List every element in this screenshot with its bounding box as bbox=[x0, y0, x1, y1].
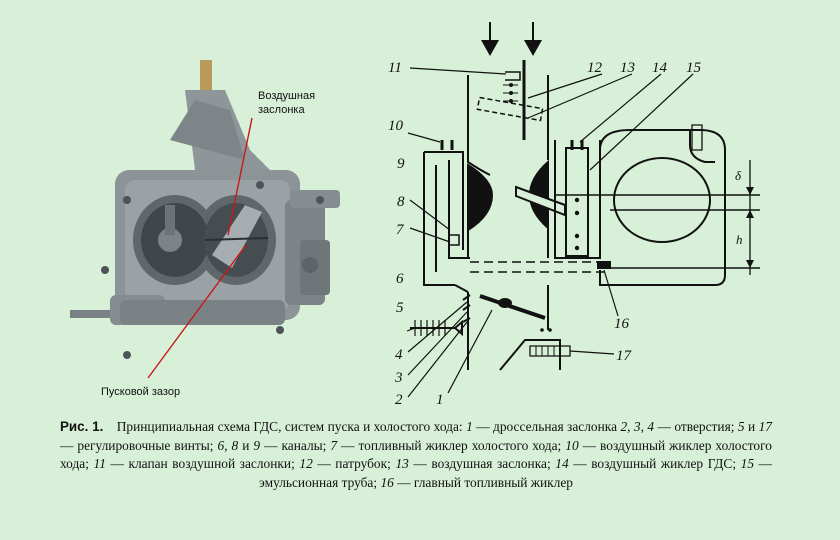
num-5: 5 bbox=[396, 300, 404, 316]
caption-text: , bbox=[640, 419, 648, 434]
num-15: 15 bbox=[686, 60, 702, 76]
caption-text: — эмульсионная труба; bbox=[258, 456, 772, 490]
caption-text: , bbox=[627, 419, 634, 434]
caption-text: — дроссельная заслонка bbox=[472, 419, 621, 434]
schematic bbox=[406, 22, 760, 398]
schematic-numbers: 1 2 3 4 5 6 7 8 9 10 11 12 13 14 15 16 1… bbox=[388, 60, 743, 408]
num-12: 12 bbox=[587, 60, 603, 76]
caption-text: и bbox=[744, 419, 759, 434]
caption-text: — главный топливный жиклер bbox=[393, 474, 573, 490]
num-16: 16 bbox=[614, 316, 630, 332]
num-6: 6 bbox=[396, 271, 404, 287]
h-symbol: h bbox=[736, 232, 743, 247]
caption-ref-number: 12 bbox=[299, 456, 313, 472]
num-14: 14 bbox=[652, 60, 668, 76]
num-13: 13 bbox=[620, 60, 635, 76]
caption-ref-number: 2 bbox=[620, 419, 628, 434]
caption-text: и bbox=[238, 437, 254, 453]
figure: Воздушная заслонка Пусковой зазор bbox=[70, 22, 760, 408]
figure-caption: Рис. 1. Принципиальная схема ГДС, систем… bbox=[60, 418, 772, 492]
caption-text: — воздушная заслонка; bbox=[408, 456, 556, 472]
caption-lead: Рис. 1. bbox=[60, 419, 104, 434]
carburetor-photo: Воздушная заслонка Пусковой зазор bbox=[70, 60, 340, 398]
caption-ref-number: 11 bbox=[93, 456, 106, 472]
caption-ref-number: 9 bbox=[253, 437, 261, 453]
num-2: 2 bbox=[395, 392, 403, 408]
num-9: 9 bbox=[397, 156, 405, 172]
airflow-arrows bbox=[481, 22, 542, 56]
caption-ref-number: 7 bbox=[330, 437, 338, 453]
delta-symbol: δ bbox=[735, 168, 742, 183]
label-air-damper-line1: Воздушная bbox=[258, 90, 315, 102]
caption-body: Принципиальная схема ГДС, систем пуска и… bbox=[60, 419, 772, 490]
caption-text: , bbox=[224, 437, 232, 453]
num-17: 17 bbox=[616, 348, 633, 364]
caption-ref-number: 8 bbox=[231, 437, 239, 453]
caption-text: Принципиальная схема ГДС, систем пуска и… bbox=[116, 419, 467, 434]
label-start-gap: Пусковой зазор bbox=[101, 386, 180, 398]
num-4: 4 bbox=[395, 347, 403, 363]
label-air-damper-line2: заслонка bbox=[258, 104, 305, 116]
num-11: 11 bbox=[388, 60, 402, 76]
caption-ref-number: 3 bbox=[633, 419, 641, 434]
caption-ref-number: 4 bbox=[647, 419, 655, 434]
caption-ref-number: 16 bbox=[380, 474, 394, 490]
caption-ref-number: 1 bbox=[466, 419, 473, 434]
caption-ref-number: 6 bbox=[217, 437, 225, 453]
caption-ref-number: 5 bbox=[737, 419, 745, 434]
caption-ref-number: 17 bbox=[758, 419, 772, 434]
caption-text: — регулировочные винты; bbox=[60, 437, 218, 453]
num-3: 3 bbox=[394, 370, 403, 386]
caption-text: — топливный жиклер холостого хода; bbox=[337, 437, 566, 453]
num-8: 8 bbox=[397, 194, 405, 210]
caption-text: — клапан воздушной заслонки; bbox=[105, 456, 300, 472]
caption-text: — каналы; bbox=[260, 437, 331, 453]
num-7: 7 bbox=[396, 222, 405, 238]
caption-ref-number: 10 bbox=[565, 437, 579, 453]
caption-text: — патрубок; bbox=[312, 456, 396, 472]
caption-text: — воздушный жиклер ГДС; bbox=[568, 456, 741, 472]
caption-text: — отверстия; bbox=[654, 419, 738, 434]
caption-ref-number: 13 bbox=[395, 456, 409, 472]
leader-lines bbox=[406, 67, 694, 398]
num-10: 10 bbox=[388, 118, 404, 134]
num-1: 1 bbox=[436, 392, 444, 408]
caption-text: — воздушный жиклер холостого хода; bbox=[60, 437, 772, 472]
caption-ref-number: 15 bbox=[740, 456, 755, 472]
caption-ref-number: 14 bbox=[555, 456, 569, 472]
